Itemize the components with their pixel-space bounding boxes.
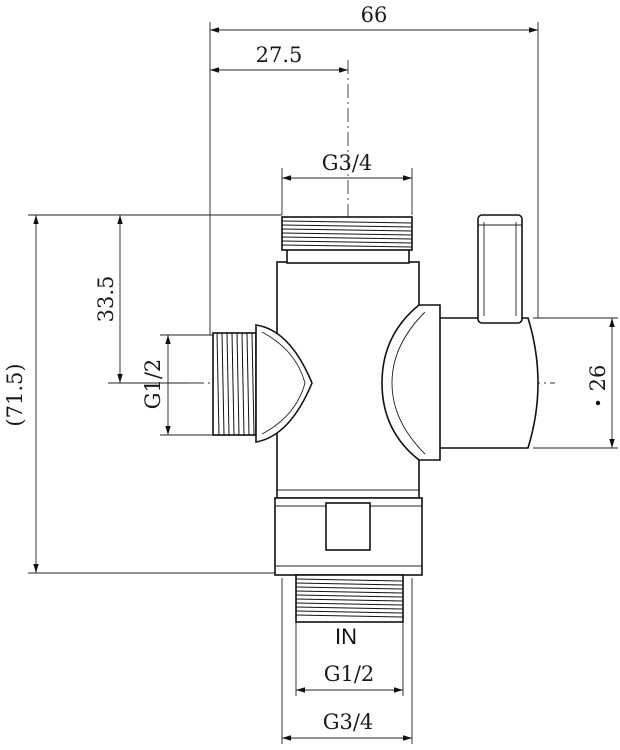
thread-line [281, 224, 413, 228]
thread-line [281, 232, 413, 236]
thread-line [216, 332, 220, 436]
thread-line [295, 602, 404, 606]
dim-overall-width: 66 [361, 3, 388, 27]
thread-line [295, 598, 404, 602]
thread-line [281, 244, 413, 248]
thread-line [281, 236, 413, 240]
thread-line [295, 582, 404, 586]
thread-line [236, 332, 240, 436]
dim-side-thread: G1/2 [141, 359, 165, 410]
thread-line [295, 614, 404, 618]
thread-line [221, 332, 225, 436]
dim-inlet-thread-inner: G1/2 [324, 662, 375, 686]
dim-overall-height: (71.5) [3, 363, 27, 426]
diverter-valve-body [212, 214, 539, 623]
thread-line [246, 332, 250, 436]
thread-line [241, 332, 245, 436]
thread-line [295, 594, 404, 598]
thread-line [251, 332, 255, 436]
thread-line [295, 610, 404, 614]
thread-line [281, 240, 413, 244]
thread-line [295, 578, 404, 582]
diameter-dot-icon [595, 400, 601, 406]
thread-line [226, 332, 230, 436]
thread-line [281, 228, 413, 232]
dim-offset-width: 27.5 [256, 43, 303, 67]
extension-lines [28, 22, 618, 744]
thread-line [231, 332, 235, 436]
dim-inlet-thread-outer: G3/4 [323, 710, 374, 734]
inlet-label: IN [335, 624, 357, 649]
dimension-labels: 66 27.5 G3/4 (71.5) 33.5 G1/2 26 IN G1/2… [3, 3, 610, 734]
dim-handle-diameter: 26 [586, 365, 610, 392]
dim-top-thread: G3/4 [322, 151, 373, 175]
dimension-lines [33, 27, 615, 741]
thread-line [295, 590, 404, 594]
thread-line [295, 586, 404, 590]
thread-line [281, 220, 413, 224]
thread-line [295, 606, 404, 610]
dim-side-height: 33.5 [94, 276, 118, 323]
